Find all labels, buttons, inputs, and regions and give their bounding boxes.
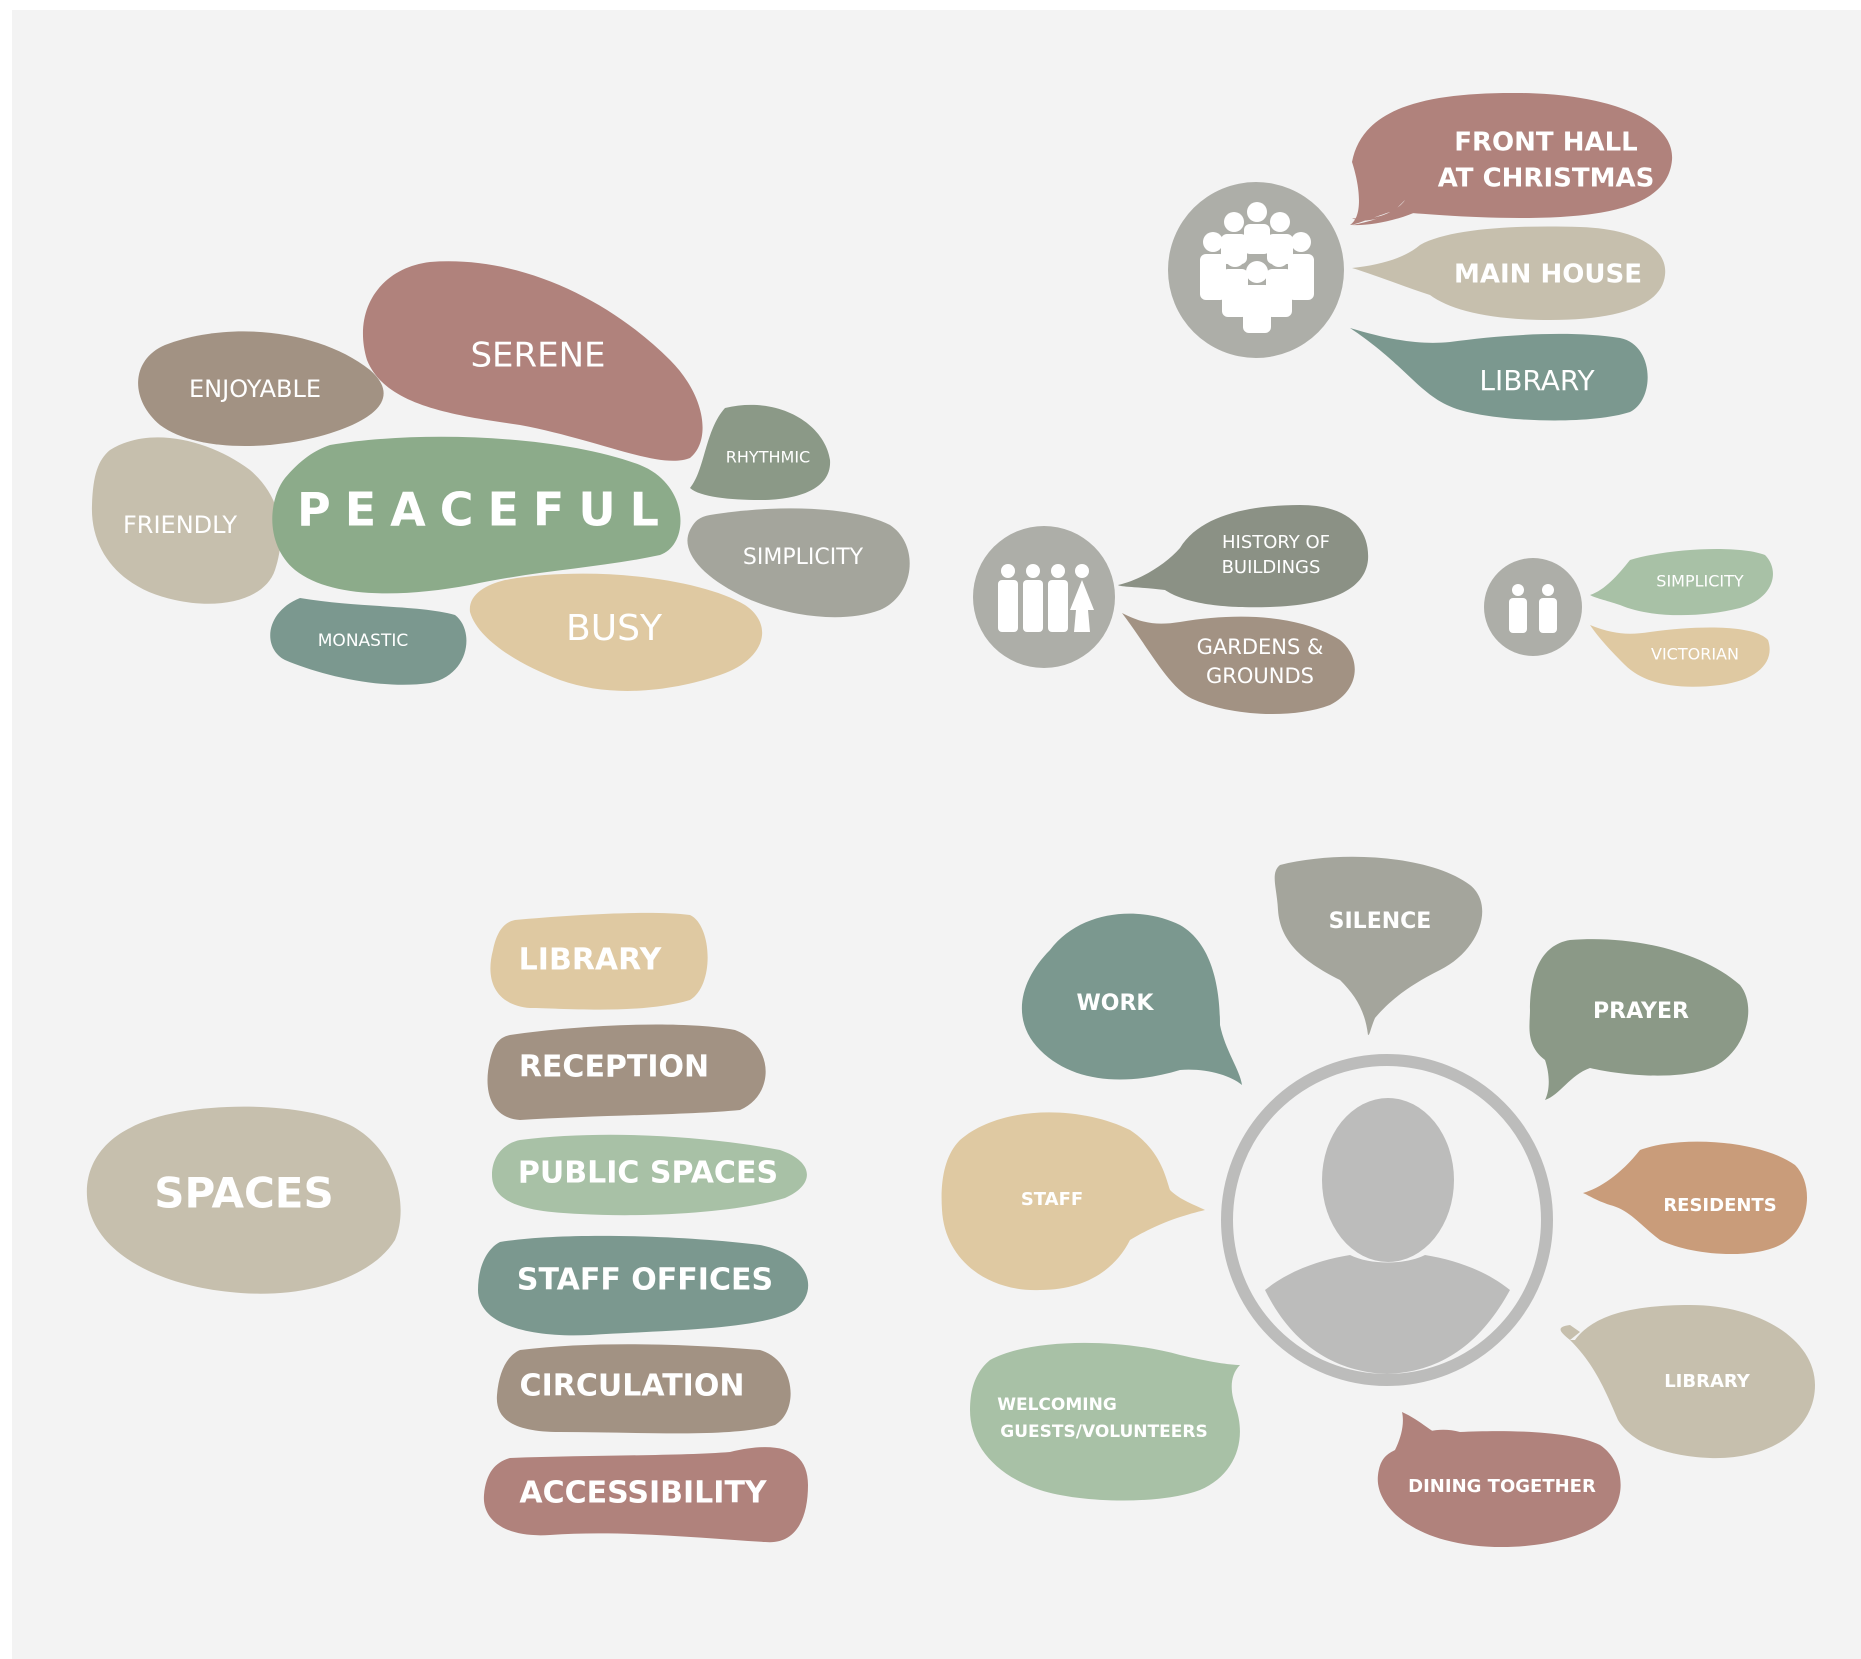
residents-bubble xyxy=(1583,1141,1807,1255)
work-bubble xyxy=(1021,913,1242,1085)
enjoyable-label: ENJOYABLE xyxy=(189,375,321,403)
welcoming-bubble xyxy=(970,1342,1240,1501)
history-bubble xyxy=(1118,505,1369,608)
prayer-label: PRAYER xyxy=(1593,999,1689,1024)
serene-label: SERENE xyxy=(470,336,605,376)
busy-blob xyxy=(469,573,763,691)
front-hall-label-1: FRONT HALL xyxy=(1454,128,1637,158)
silence-label: SILENCE xyxy=(1329,909,1432,934)
space-staff-pill xyxy=(478,1235,809,1336)
monastic-blob xyxy=(270,598,467,685)
serene-blob xyxy=(362,261,703,461)
prayer-bubble xyxy=(1529,939,1749,1100)
space-circulation-label: CIRCULATION xyxy=(520,1369,745,1404)
library-top-label: LIBRARY xyxy=(1479,364,1595,397)
rhythmic-label: RHYTHMIC xyxy=(726,448,810,467)
simplicity-label: SIMPLICITY xyxy=(743,545,864,570)
gardens-label-1: GARDENS & xyxy=(1197,635,1324,659)
space-circulation-pill xyxy=(496,1344,791,1434)
four-people-icon xyxy=(998,564,1094,632)
spaces-blob xyxy=(86,1106,401,1294)
medium-group: HISTORY OF BUILDINGS GARDENS & GROUNDS xyxy=(973,505,1369,715)
peaceful-label: PEACEFUL xyxy=(297,483,673,537)
victorian-label: VICTORIAN xyxy=(1651,645,1739,664)
space-accessibility-pill xyxy=(483,1447,808,1543)
busy-label: BUSY xyxy=(566,608,663,649)
large-group: FRONT HALL AT CHRISTMAS MAIN HOUSE LIBRA… xyxy=(1168,92,1673,421)
victorian-bubble xyxy=(1590,625,1770,687)
staff-label: STAFF xyxy=(1021,1189,1083,1210)
welcoming-label-1: WELCOMING xyxy=(997,1395,1117,1415)
library-top-bubble xyxy=(1350,328,1648,421)
silence-bubble xyxy=(1274,856,1483,1035)
space-public-label: PUBLIC SPACES xyxy=(518,1156,778,1191)
spaces-section: SPACES LIBRARY RECEPTION PUBLIC SPACES S… xyxy=(86,912,809,1543)
dining-label: DINING TOGETHER xyxy=(1408,1476,1596,1497)
small-simplicity-bubble xyxy=(1590,548,1773,616)
space-reception-label: RECEPTION xyxy=(519,1050,709,1085)
avatar-ring xyxy=(1221,1054,1553,1386)
history-label-2: BUILDINGS xyxy=(1222,557,1321,578)
enjoyable-blob xyxy=(138,331,384,447)
front-hall-label-2: AT CHRISTMAS xyxy=(1438,164,1655,194)
person-section: SILENCE WORK PRAYER STAFF RESIDENTS WELC… xyxy=(941,856,1815,1548)
rhythmic-blob xyxy=(690,404,831,500)
front-hall-tail xyxy=(1352,200,1420,226)
peaceful-blob xyxy=(272,436,681,594)
friendly-label: FRIENDLY xyxy=(123,511,237,539)
main-house-label: MAIN HOUSE xyxy=(1454,260,1642,290)
dining-bubble xyxy=(1377,1412,1621,1548)
crowd-icon xyxy=(1200,202,1314,333)
two-people-icon xyxy=(1509,584,1557,633)
welcoming-label-2: GUESTS/VOLUNTEERS xyxy=(1000,1422,1207,1442)
space-reception-pill xyxy=(487,1024,766,1120)
two-people-circle xyxy=(1484,558,1582,656)
monastic-label: MONASTIC xyxy=(318,631,408,651)
front-hall-bubble xyxy=(1350,92,1673,226)
friendly-blob xyxy=(91,437,281,604)
simplicity-blob xyxy=(687,508,910,618)
space-library-pill xyxy=(490,912,708,1010)
work-label: WORK xyxy=(1077,991,1155,1016)
four-people-circle xyxy=(973,526,1115,668)
space-library-label: LIBRARY xyxy=(519,943,663,978)
space-public-pill xyxy=(492,1134,807,1216)
person-library-bubble xyxy=(1560,1305,1815,1459)
main-house-bubble xyxy=(1352,226,1666,320)
word-cloud: SERENE ENJOYABLE FRIENDLY PEACEFUL RHYTH… xyxy=(91,261,910,691)
person-library-label: LIBRARY xyxy=(1664,1371,1751,1392)
staff-bubble xyxy=(941,1112,1205,1291)
history-label-1: HISTORY OF xyxy=(1222,532,1330,553)
space-staff-label: STAFF OFFICES xyxy=(517,1263,773,1298)
gardens-bubble xyxy=(1122,613,1355,715)
spaces-title: SPACES xyxy=(154,1169,333,1218)
space-accessibility-label: ACCESSIBILITY xyxy=(519,1476,768,1511)
person-avatar-icon xyxy=(1265,1098,1510,1374)
small-group: SIMPLICITY VICTORIAN xyxy=(1484,548,1773,687)
gardens-label-2: GROUNDS xyxy=(1206,664,1314,688)
small-simplicity-label: SIMPLICITY xyxy=(1656,572,1744,591)
residents-label: RESIDENTS xyxy=(1663,1195,1776,1216)
